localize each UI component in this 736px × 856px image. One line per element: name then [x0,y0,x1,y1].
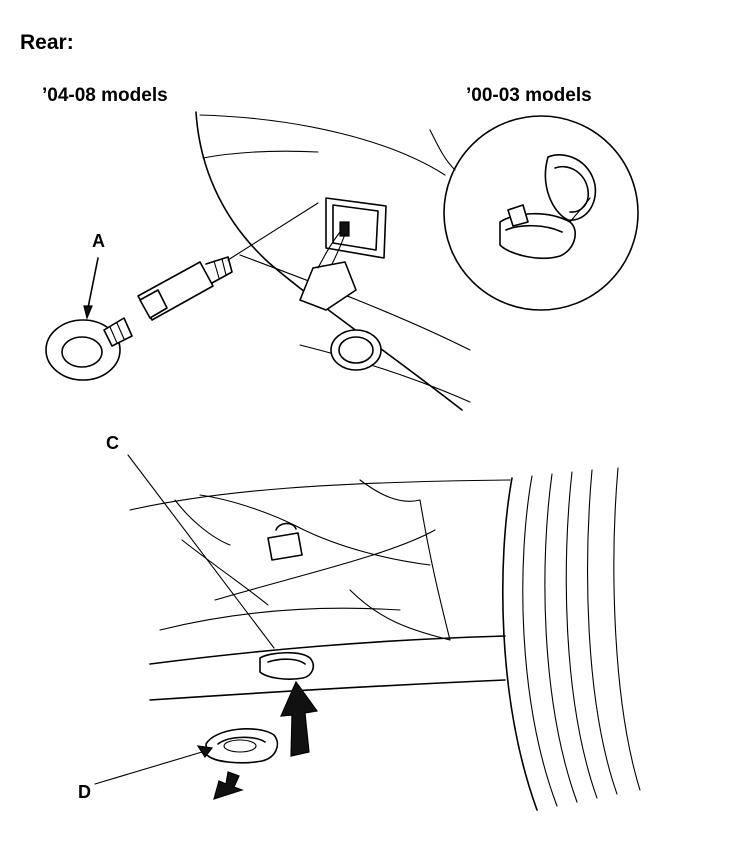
callout-d: D [78,782,91,802]
callout-a: A [92,231,105,251]
callout-c: C [106,433,119,453]
rubber-plug [205,728,279,764]
callout-a-leader [83,257,99,320]
plug-opening [259,651,315,680]
tow-hook-socket [325,197,387,259]
rear-heading: Rear: [20,31,74,54]
wheel-tire [501,467,641,811]
mount-bolt [267,522,303,561]
socket-cover-cap [299,231,357,311]
old-models-label: ’00-03 models [466,85,592,106]
new-models-label: ’04-08 models [42,85,168,106]
underbody-drawing [129,479,511,701]
rear-bumper-drawing [195,111,471,411]
callout-d-leader [94,745,214,785]
fog-light [330,329,382,371]
install-arrow-up [280,680,319,757]
tow-eye-bolt [45,202,319,381]
inset-old-model [443,115,639,311]
remove-arrow-down [213,771,244,800]
callout-c-leader [127,454,275,649]
